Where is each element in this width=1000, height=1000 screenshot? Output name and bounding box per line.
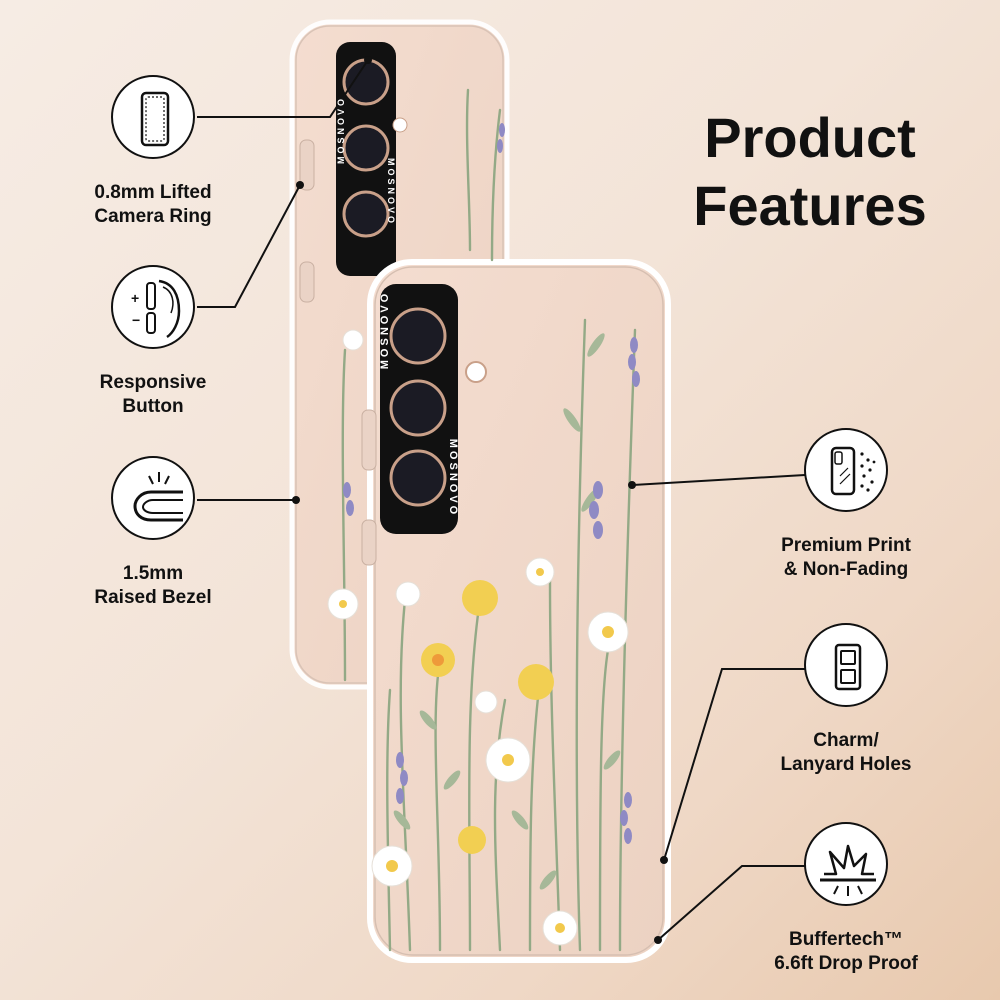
camera-ring-icon bbox=[111, 75, 195, 159]
lanyard-holes-icon bbox=[804, 623, 888, 707]
brand-lettering-3: MOSNOVO bbox=[447, 439, 459, 517]
raised-bezel-icon bbox=[111, 456, 195, 540]
feature-premium-print: Premium Print & Non-Fading bbox=[746, 428, 946, 582]
responsive-button-icon: + − bbox=[111, 265, 195, 349]
daisy-flowers bbox=[327, 329, 629, 946]
floral-print bbox=[341, 88, 637, 952]
feature-raised-bezel: 1.5mm Raised Bezel bbox=[53, 456, 253, 610]
feature-label: Responsive Button bbox=[99, 372, 207, 417]
feature-lanyard-holes: Charm/ Lanyard Holes bbox=[746, 623, 946, 777]
feature-responsive-button: + − Responsive Button bbox=[53, 265, 253, 419]
page-title: Product Features bbox=[640, 104, 980, 240]
page-title-line-1: Product bbox=[704, 105, 916, 169]
yellow-flowers bbox=[421, 580, 554, 854]
lavender-flowers bbox=[343, 123, 640, 844]
leader-lines bbox=[197, 59, 806, 941]
page-title-line-2: Features bbox=[693, 173, 927, 237]
brand-lettering-0: MOSNOVO bbox=[336, 96, 346, 164]
premium-print-icon bbox=[804, 428, 888, 512]
floral-leaves bbox=[393, 333, 621, 890]
feature-label: Charm/ Lanyard Holes bbox=[780, 730, 912, 775]
feature-camera-ring: 0.8mm Lifted Camera Ring bbox=[53, 75, 253, 229]
drop-proof-icon bbox=[804, 822, 888, 906]
feature-label: Premium Print & Non-Fading bbox=[781, 535, 911, 580]
svg-text:−: − bbox=[132, 312, 140, 328]
svg-text:+: + bbox=[131, 290, 139, 306]
feature-label: Buffertech™ 6.6ft Drop Proof bbox=[774, 929, 918, 974]
feature-label: 1.5mm Raised Bezel bbox=[94, 563, 212, 608]
brand-lettering-1: MOSNOVO bbox=[386, 158, 396, 226]
feature-drop-proof: Buffertech™ 6.6ft Drop Proof bbox=[746, 822, 946, 976]
brand-lettering-2: MOSNOVO bbox=[379, 291, 391, 369]
feature-label: 0.8mm Lifted Camera Ring bbox=[94, 182, 212, 227]
leader-dots bbox=[292, 56, 668, 944]
